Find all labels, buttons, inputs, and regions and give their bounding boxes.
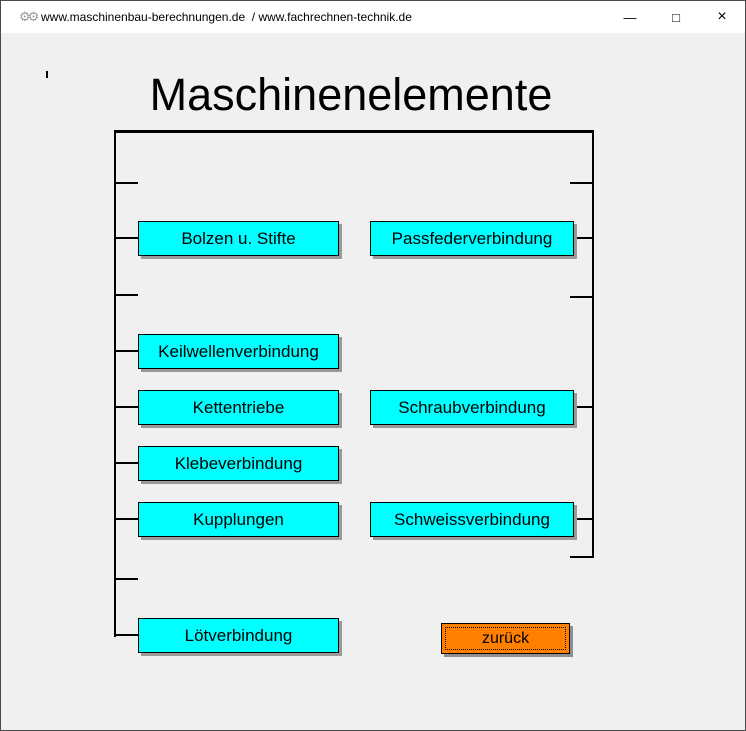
gears-icon: ⚙⚙ xyxy=(19,9,39,24)
frame-top-line xyxy=(114,130,594,133)
frame-right-line xyxy=(592,130,594,558)
connector-line xyxy=(570,406,594,408)
connector-line xyxy=(114,237,138,239)
button-klebeverbindung[interactable]: Klebeverbindung xyxy=(138,446,339,481)
button-loetverbindung[interactable]: Lötverbindung xyxy=(138,618,339,653)
maximize-button[interactable]: □ xyxy=(672,9,680,25)
connector-line xyxy=(114,462,138,464)
connector-line xyxy=(114,634,138,636)
back-button-label: zurück xyxy=(481,629,530,647)
connector-line xyxy=(114,518,138,520)
button-passfederverbindung[interactable]: Passfederverbindung xyxy=(370,221,574,256)
button-bolzen-u-stifte[interactable]: Bolzen u. Stifte xyxy=(138,221,339,256)
connector-line xyxy=(570,182,594,184)
stray-tick-mark xyxy=(46,71,48,78)
connector-line xyxy=(114,294,138,296)
connector-line xyxy=(114,182,138,184)
button-keilwellenverbindung[interactable]: Keilwellenverbindung xyxy=(138,334,339,369)
window-title: www.maschinenbau-berechnungen.de / www.f… xyxy=(41,10,412,24)
connector-line xyxy=(570,296,594,298)
connector-line xyxy=(114,578,138,580)
frame-left-line xyxy=(114,130,116,637)
connector-line xyxy=(570,518,594,520)
connector-line xyxy=(570,237,594,239)
close-button[interactable]: × xyxy=(717,8,727,25)
button-schweissverbindung[interactable]: Schweissverbindung xyxy=(370,502,574,537)
button-schraubverbindung[interactable]: Schraubverbindung xyxy=(370,390,574,425)
titlebar[interactable]: ⚙⚙ www.maschinenbau-berechnungen.de / ww… xyxy=(1,1,745,33)
back-button[interactable]: zurück xyxy=(441,623,570,654)
window-controls: — □ × xyxy=(607,1,745,33)
page-title: Maschinenelemente xyxy=(149,69,553,120)
button-kettentriebe[interactable]: Kettentriebe xyxy=(138,390,339,425)
minimize-button[interactable]: — xyxy=(623,9,637,25)
button-kupplungen[interactable]: Kupplungen xyxy=(138,502,339,537)
connector-line xyxy=(114,406,138,408)
connector-line xyxy=(114,350,138,352)
connector-line xyxy=(570,556,594,558)
